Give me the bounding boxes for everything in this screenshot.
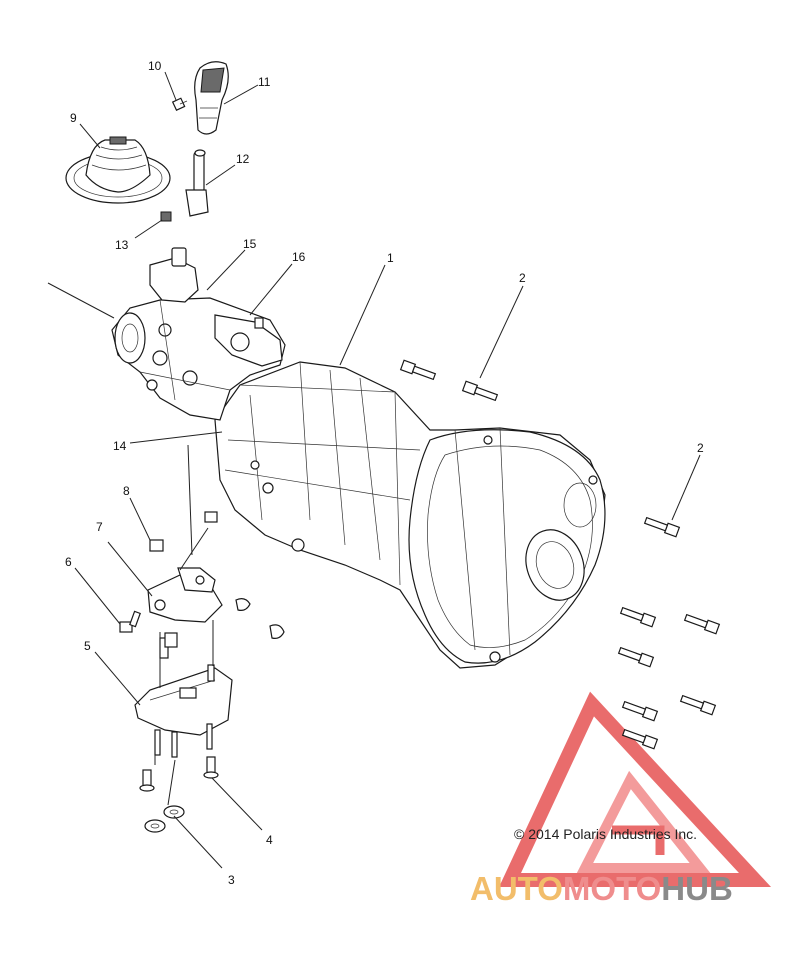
callout-numbers: 1 2 2 3 4 5 6 7 8 9 10 11 12 13 14 15 16	[65, 59, 704, 887]
callout-10: 10	[148, 59, 162, 73]
watermark-hub: HUB	[661, 870, 733, 907]
callout-12: 12	[236, 152, 250, 166]
callout-2-upper: 2	[519, 271, 526, 285]
leader-lines	[47, 71, 701, 869]
callout-9: 9	[70, 111, 77, 125]
watermark-auto: AUTO	[470, 870, 563, 907]
callout-7: 7	[96, 520, 103, 534]
set-screw	[171, 97, 188, 112]
mount-studs	[139, 756, 219, 792]
callout-1: 1	[387, 251, 394, 265]
copyright-notice: © 2014 Polaris Industries Inc.	[514, 826, 698, 842]
lever-nut	[160, 211, 172, 222]
callout-8: 8	[123, 484, 130, 498]
shift-lever	[185, 149, 209, 217]
shift-knob	[194, 61, 229, 135]
callout-5: 5	[84, 639, 91, 653]
mount-washers	[144, 805, 185, 833]
mount-bracket	[147, 511, 285, 639]
watermark-text: AUTOMOTOHUB	[470, 870, 733, 908]
callout-13: 13	[115, 238, 129, 252]
callout-11: 11	[258, 75, 271, 89]
engine-mount-plate	[134, 632, 233, 758]
transmission-housing	[214, 361, 606, 669]
bolts	[399, 359, 721, 750]
callout-6: 6	[65, 555, 72, 569]
callout-2-right: 2	[697, 441, 704, 455]
callout-14: 14	[113, 439, 127, 453]
watermark-triangle-logo	[499, 691, 772, 887]
callout-3: 3	[228, 873, 235, 887]
shift-boot	[65, 136, 171, 204]
callout-15: 15	[243, 237, 257, 251]
callout-4: 4	[266, 833, 273, 847]
shift-housing-assembly	[111, 247, 286, 421]
bracket-bolt	[119, 610, 141, 633]
watermark-moto: MOTO	[562, 870, 662, 907]
callout-16: 16	[292, 250, 306, 264]
bracket-nut	[149, 539, 164, 552]
